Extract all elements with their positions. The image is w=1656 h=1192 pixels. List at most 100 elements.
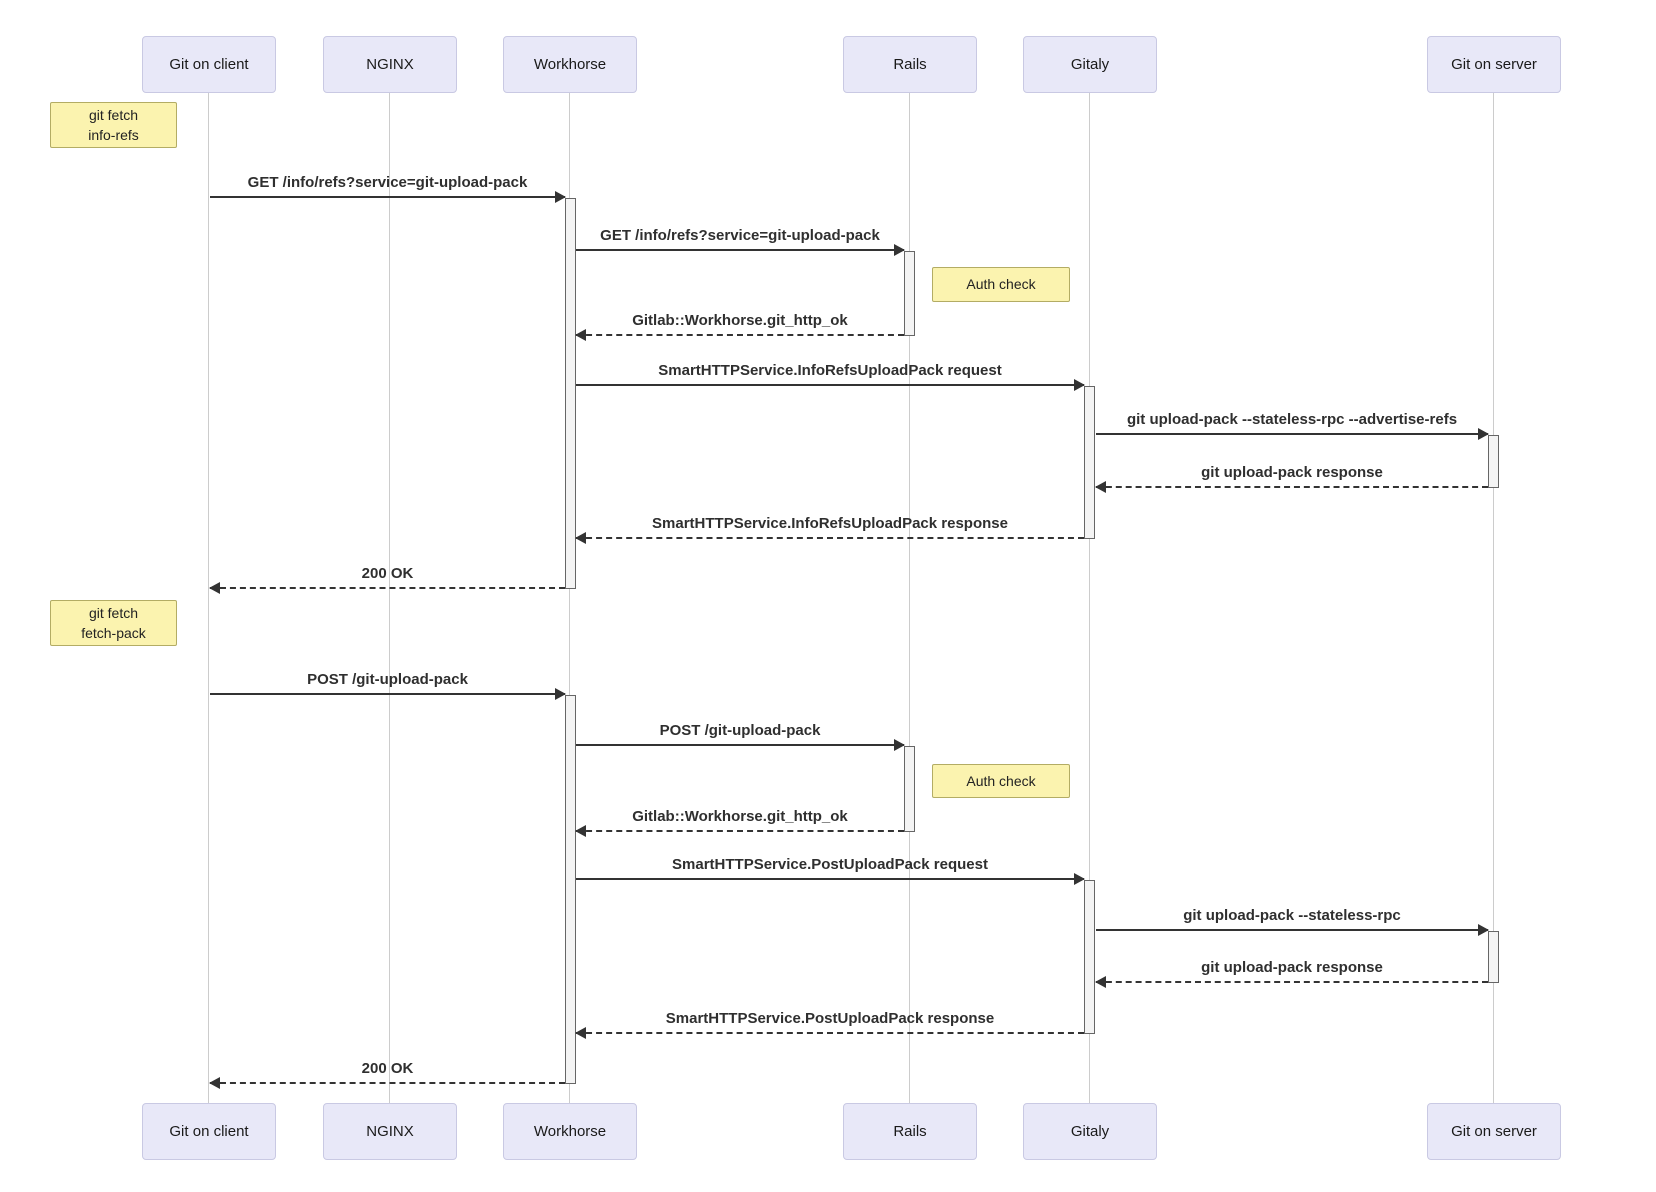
activation-workhorse-2 [565,695,576,1084]
arrowhead-icon [894,244,905,256]
message-label: SmartHTTPService.PostUploadPack request [672,856,988,873]
arrowhead-icon [575,329,586,341]
arrowhead-icon [894,739,905,751]
message-label: 200 OK [361,565,414,582]
participant-label: Git on client [169,56,249,73]
message-label: 200 OK [361,1060,414,1077]
participant-git-server-top: Git on server [1427,36,1561,93]
lifeline-git-server [1493,93,1494,1103]
participant-label: Git on server [1451,1123,1537,1140]
activation-git-server-1 [1488,435,1499,488]
arrowhead-icon [555,688,566,700]
arrowhead-icon [555,191,566,203]
message-label: Gitlab::Workhorse.git_http_ok [632,808,848,825]
participant-label: Gitaly [1070,1123,1110,1140]
message-postuploadpack-response: SmartHTTPService.PostUploadPack response [575,1004,1084,1039]
lifeline-rails [909,93,910,1103]
message-get-info-refs-workhorse: GET /info/refs?service=git-upload-pack [576,221,905,256]
note-label: git fetch fetch-pack [81,604,146,641]
note-git-fetch-fetch-pack: git fetch fetch-pack [50,600,177,646]
participant-git-server-bottom: Git on server [1427,1103,1561,1160]
message-line [576,537,1084,539]
message-line [1096,433,1488,435]
message-inforefs-request: SmartHTTPService.InfoRefsUploadPack requ… [576,356,1085,391]
message-label: Gitlab::Workhorse.git_http_ok [632,312,848,329]
arrowhead-icon [1095,481,1106,493]
activation-rails-2 [904,746,915,832]
message-line [1096,486,1488,488]
message-200-ok-1: 200 OK [209,559,565,594]
message-line [210,196,565,198]
activation-gitaly-1 [1084,386,1095,539]
note-auth-check-1: Auth check [932,267,1070,302]
note-label: git fetch info-refs [88,106,139,143]
arrowhead-icon [1478,428,1489,440]
lifeline-gitaly [1089,93,1090,1103]
note-auth-check-2: Auth check [932,764,1070,798]
message-upload-pack-advertise-refs: git upload-pack --stateless-rpc --advert… [1096,405,1489,440]
participant-label: Workhorse [533,1123,607,1140]
message-line [576,249,904,251]
activation-workhorse-1 [565,198,576,589]
message-label: SmartHTTPService.InfoRefsUploadPack requ… [658,362,1002,379]
participant-nginx-bottom: NGINX [323,1103,457,1160]
participant-label: Rails [893,1123,927,1140]
message-upload-pack-response-2: git upload-pack response [1095,953,1488,988]
arrowhead-icon [1074,873,1085,885]
message-label: SmartHTTPService.PostUploadPack response [665,1010,995,1027]
lifeline-git-client [208,93,209,1103]
participant-label: Rails [893,56,927,73]
participant-label: Workhorse [533,56,607,73]
message-label: POST /git-upload-pack [307,671,468,688]
arrowhead-icon [209,1077,220,1089]
note-git-fetch-info-refs: git fetch info-refs [50,102,177,148]
note-label: Auth check [966,772,1036,789]
participant-label: Git on client [169,1123,249,1140]
participant-nginx-top: NGINX [323,36,457,93]
note-label: Auth check [966,276,1036,293]
lifeline-workhorse [569,93,570,1103]
participant-gitaly-top: Gitaly [1023,36,1157,93]
message-label: POST /git-upload-pack [659,722,821,739]
message-200-ok-2: 200 OK [209,1054,565,1089]
message-label: git upload-pack --stateless-rpc --advert… [1126,411,1458,428]
message-line [576,334,904,336]
arrowhead-icon [1074,379,1085,391]
message-label: git upload-pack response [1201,959,1383,976]
participant-rails-bottom: Rails [843,1103,977,1160]
message-label: git upload-pack response [1201,464,1383,481]
message-upload-pack-response-1: git upload-pack response [1095,458,1488,493]
activation-git-server-2 [1488,931,1499,983]
message-line [576,878,1084,880]
participant-gitaly-bottom: Gitaly [1023,1103,1157,1160]
lifeline-nginx [389,93,390,1103]
message-postuploadpack-request: SmartHTTPService.PostUploadPack request [576,850,1085,885]
message-git-http-ok-1: Gitlab::Workhorse.git_http_ok [575,306,904,341]
message-git-http-ok-2: Gitlab::Workhorse.git_http_ok [575,802,904,837]
arrowhead-icon [575,825,586,837]
activation-rails-1 [904,251,915,336]
participant-label: Gitaly [1070,56,1110,73]
message-line [210,1082,565,1084]
arrowhead-icon [1095,976,1106,988]
participant-workhorse-top: Workhorse [503,36,637,93]
message-inforefs-response: SmartHTTPService.InfoRefsUploadPack resp… [575,509,1084,544]
message-label: git upload-pack --stateless-rpc [1183,907,1401,924]
message-label: GET /info/refs?service=git-upload-pack [247,174,528,191]
message-line [1096,929,1488,931]
message-line [576,744,904,746]
arrowhead-icon [575,532,586,544]
message-line [1096,981,1488,983]
arrowhead-icon [1478,924,1489,936]
participant-rails-top: Rails [843,36,977,93]
message-line [576,830,904,832]
participant-git-client-bottom: Git on client [142,1103,276,1160]
message-line [210,587,565,589]
participant-git-client-top: Git on client [142,36,276,93]
participant-label: Git on server [1451,56,1537,73]
message-get-info-refs-client: GET /info/refs?service=git-upload-pack [210,168,566,203]
message-line [576,1032,1084,1034]
arrowhead-icon [209,582,220,594]
activation-gitaly-2 [1084,880,1095,1034]
